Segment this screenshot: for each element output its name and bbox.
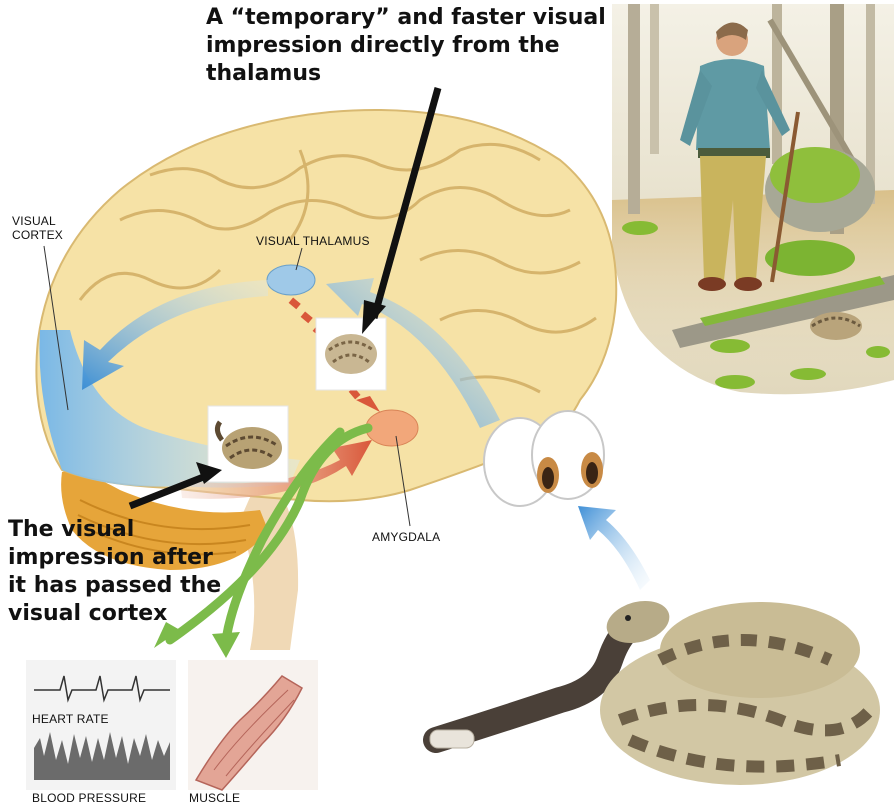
thalamus-pathway-callout: A “temporary” and faster visual impressi…: [206, 4, 626, 88]
rattlesnake-illustration: [430, 594, 880, 785]
muscle-panel: [188, 660, 318, 790]
eyes-illustration: [484, 411, 604, 506]
cortex-pathway-callout: The visual impression after it has passe…: [8, 516, 238, 628]
blood-pressure-label: BLOOD PRESSURE: [32, 791, 146, 805]
heart-rate-label: HEART RATE: [32, 712, 109, 726]
visual-cortex-label: VISUAL CORTEX: [12, 214, 72, 242]
amygdala-node: [366, 410, 418, 446]
snake-to-eye-arrow: [578, 506, 650, 590]
muscle-label: MUSCLE: [189, 791, 240, 805]
visual-thalamus-node: [267, 265, 315, 295]
amygdala-label: AMYGDALA: [372, 530, 440, 544]
hiker-scene-illustration: [612, 4, 894, 394]
snake-thumbnail-thalamus: [316, 318, 386, 390]
visual-thalamus-label: VISUAL THALAMUS: [256, 234, 370, 248]
